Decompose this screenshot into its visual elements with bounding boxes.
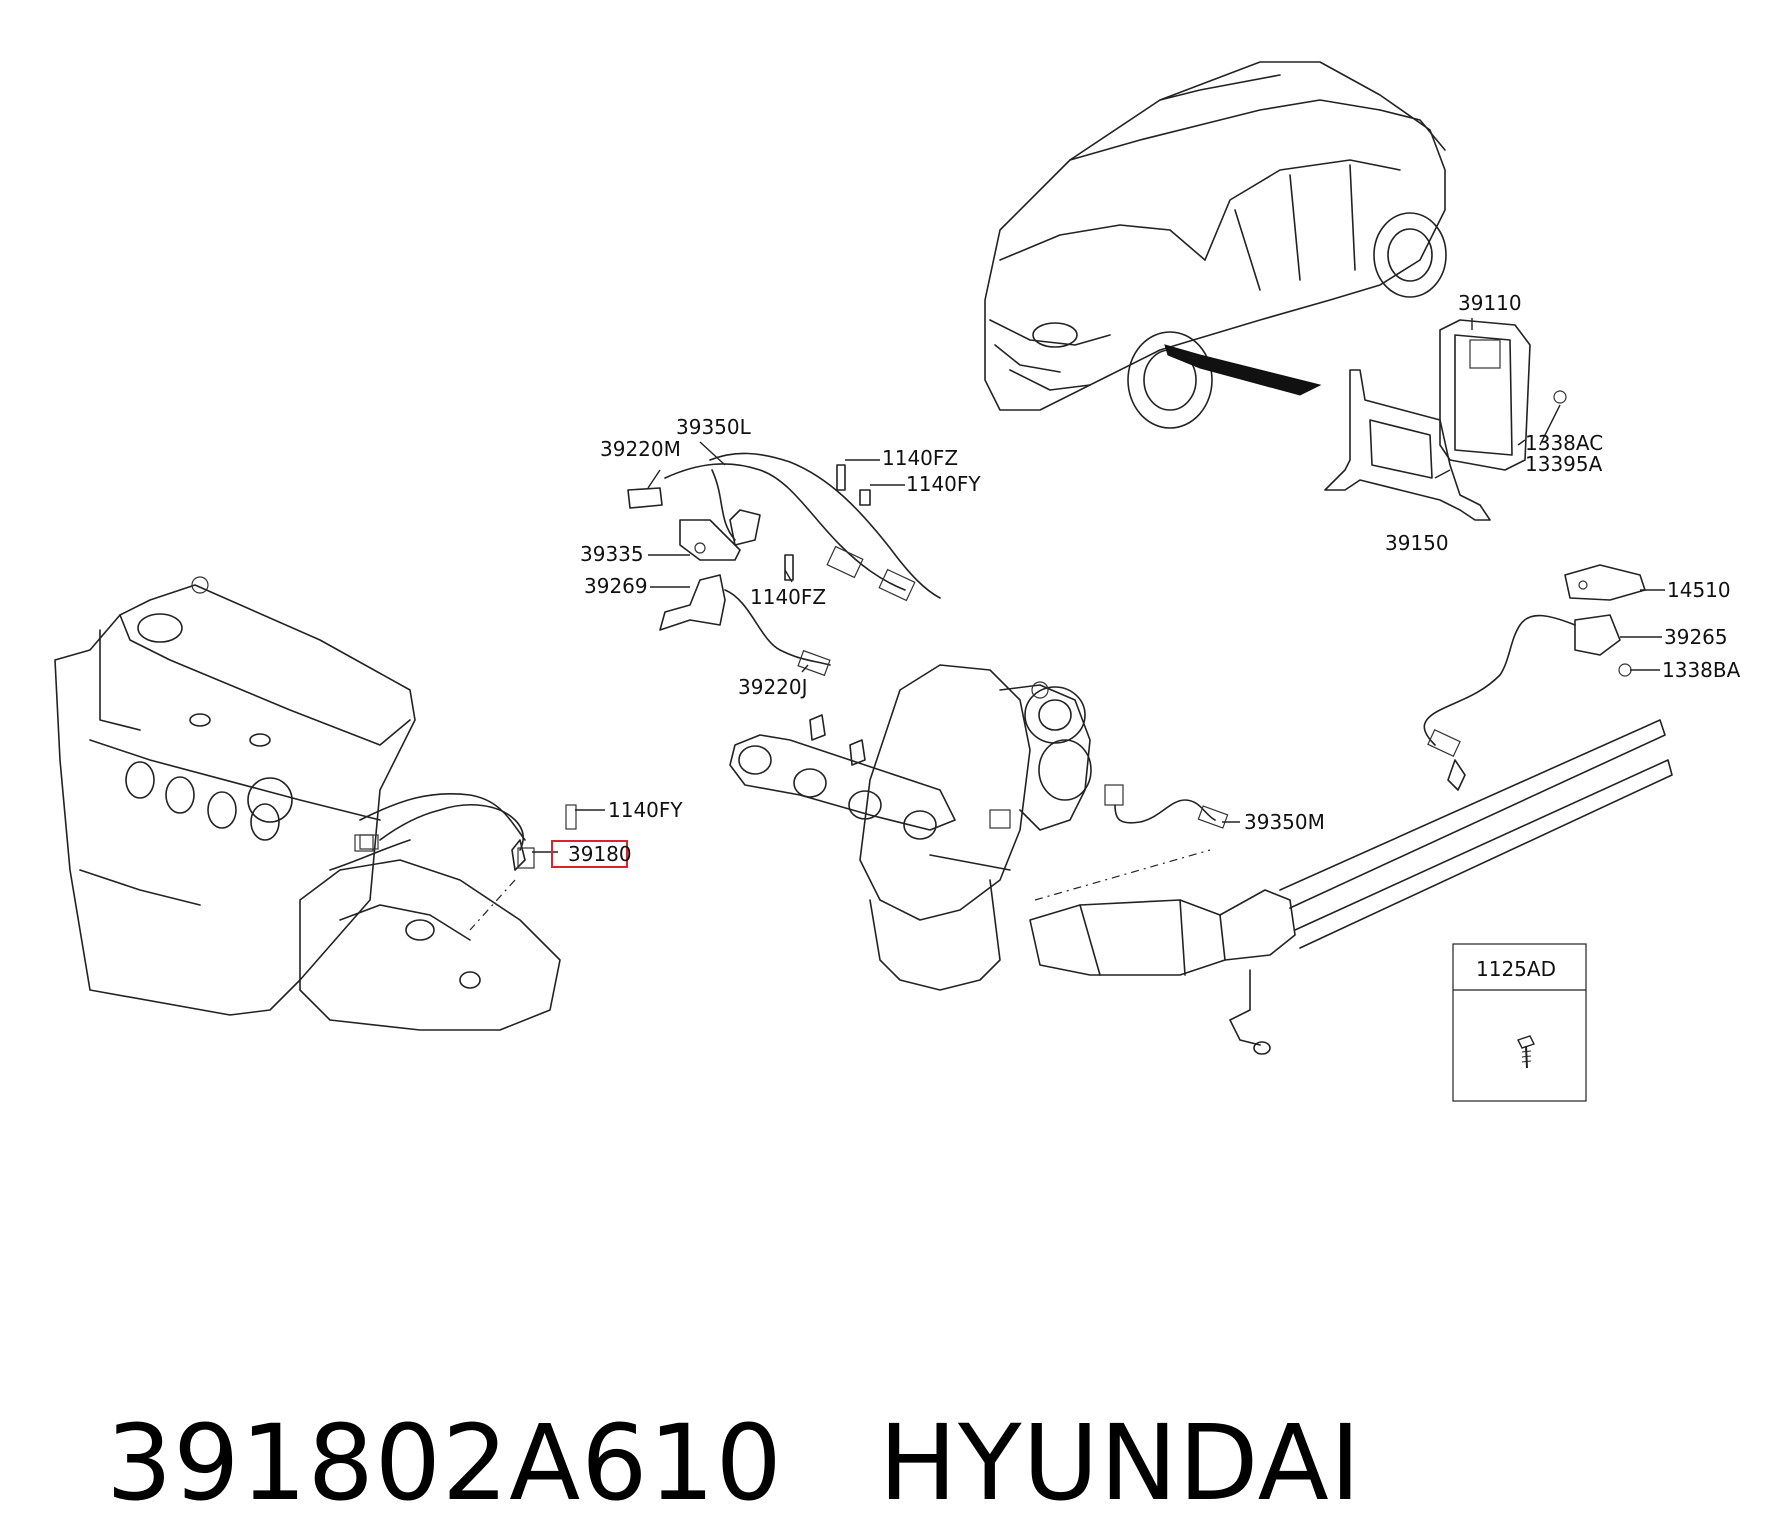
callout-1140fy-low: 1140FY	[608, 798, 683, 822]
parts-diagram: 39110 1338AC 13395A 39150 39350L 39220M …	[54, 61, 1741, 1102]
legend-box-title: 1125AD	[1476, 957, 1556, 981]
catalytic-converter-pipe	[1029, 719, 1673, 1055]
callout-39150: 39150	[1385, 531, 1449, 555]
part-number: 391802A610	[106, 1402, 783, 1524]
callout-39335: 39335	[580, 542, 644, 566]
callout-39180-highlight	[551, 840, 628, 868]
callout-1140fy-top: 1140FY	[906, 472, 981, 496]
vehicle-illustration	[984, 61, 1447, 429]
leader-lines	[532, 318, 1665, 853]
callout-1140fz-top: 1140FZ	[882, 446, 958, 470]
legend-box-1125ad: 1125AD	[1452, 943, 1587, 1102]
callout-13395a: 13395A	[1525, 452, 1603, 476]
exhaust-manifold-turbo	[729, 664, 1092, 991]
callout-39350l: 39350L	[676, 415, 752, 439]
rear-sensor-module	[1423, 564, 1646, 791]
brand-name: HYUNDAI	[878, 1402, 1362, 1524]
callout-39220j: 39220J	[738, 675, 808, 699]
footer-caption: 391802A610 HYUNDAI	[38, 1280, 1362, 1524]
sensor-39180	[359, 804, 577, 869]
callout-39350m: 39350M	[1244, 810, 1325, 834]
upper-sensor-harness	[627, 452, 941, 677]
callout-39180: 39180	[568, 842, 632, 866]
callout-39265: 39265	[1664, 625, 1728, 649]
callout-39110: 39110	[1458, 291, 1522, 315]
callout-labels: 39110 1338AC 13395A 39150 39350L 39220M …	[551, 291, 1741, 868]
sensor-39350m	[1104, 784, 1229, 829]
callout-1338ba: 1338BA	[1662, 658, 1741, 682]
engine-block	[54, 576, 561, 1031]
ecu-assembly	[1324, 319, 1567, 521]
callout-1338ac: 1338AC	[1525, 431, 1603, 455]
callout-39269: 39269	[584, 574, 648, 598]
callout-1140fz-mid: 1140FZ	[750, 585, 826, 609]
callout-14510: 14510	[1667, 578, 1731, 602]
bolt-icon	[1517, 1035, 1535, 1069]
callout-39220m: 39220M	[600, 437, 681, 461]
